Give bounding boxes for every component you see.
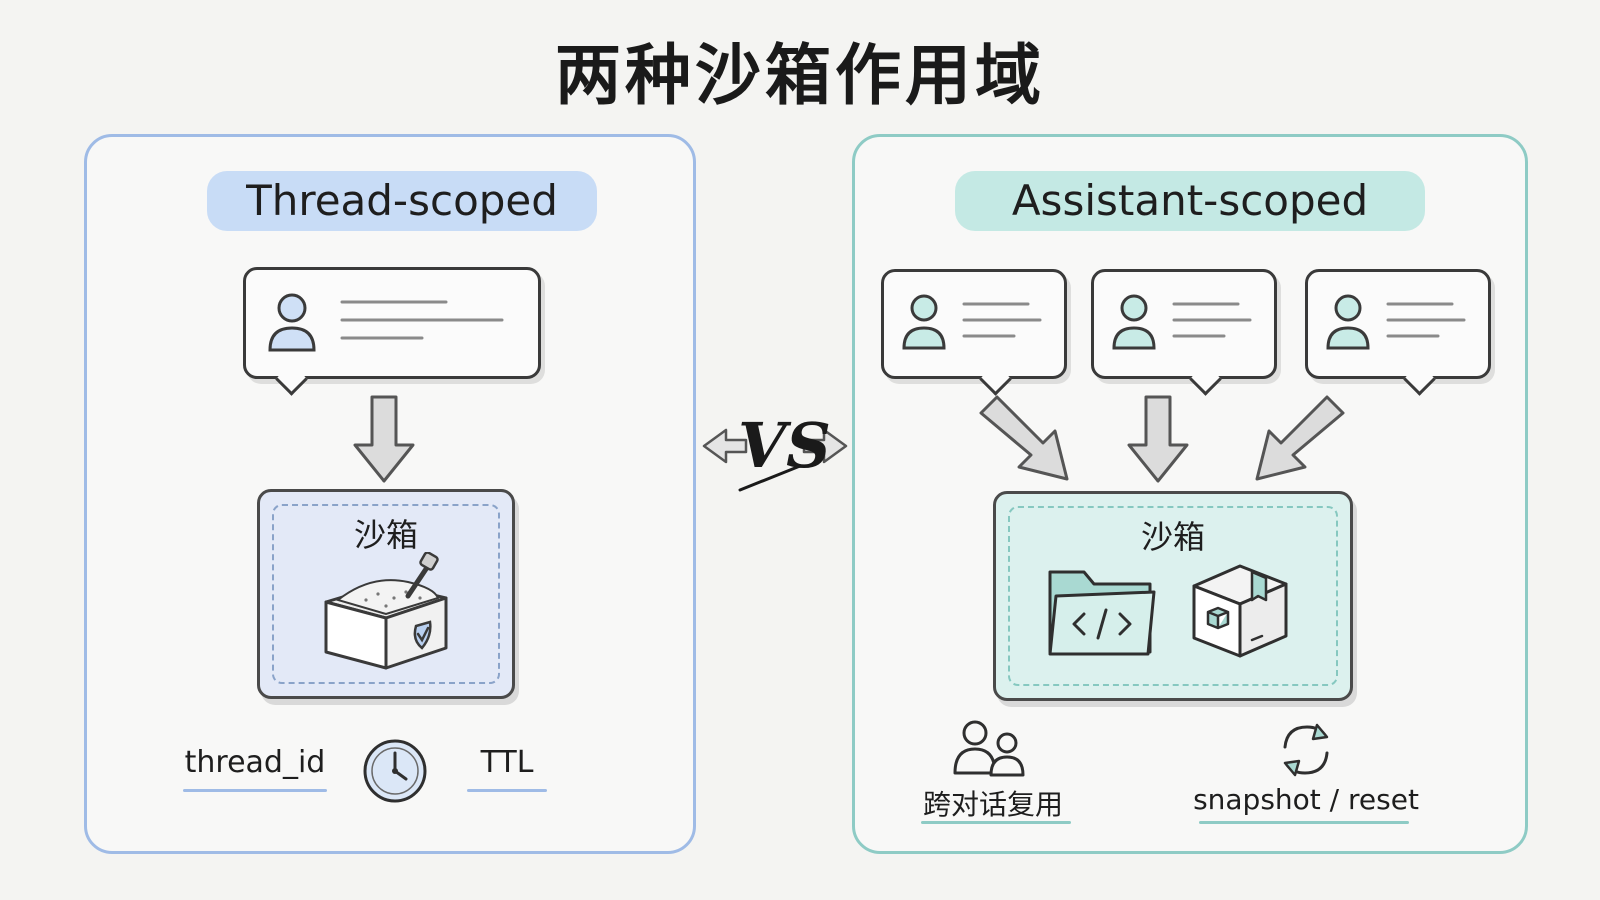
clock-icon — [363, 739, 427, 803]
sandbox-label: 沙箱 — [353, 516, 418, 554]
user-avatar-icon — [1112, 294, 1252, 350]
thread-sandbox: 沙箱 — [257, 489, 515, 699]
code-folder-icon — [1048, 570, 1156, 656]
assistant-scoped-panel: Assistant-scoped — [852, 134, 1528, 854]
user-avatar-icon — [268, 293, 504, 352]
arrow-down-left-icon — [1255, 395, 1345, 481]
ttl-underline — [467, 789, 547, 792]
snapshot-reset-underline — [1199, 821, 1409, 824]
arrow-down-icon — [1127, 395, 1189, 483]
thread-id-label: thread_id — [184, 745, 326, 780]
arrow-down-icon — [353, 395, 415, 483]
user-avatar-icon — [902, 294, 1042, 350]
sandbox-dashed-border — [272, 504, 500, 684]
package-box-icon — [1192, 564, 1288, 658]
user-avatar-icon — [1326, 294, 1466, 350]
chat-message-bubble-1 — [881, 269, 1067, 379]
assistant-scoped-heading: Assistant-scoped — [955, 171, 1425, 231]
double-arrow-icon — [702, 428, 848, 492]
assistant-sandbox: 沙箱 — [993, 491, 1353, 701]
thread-scoped-heading: Thread-scoped — [207, 171, 597, 231]
sandbox-dashed-border — [1008, 506, 1338, 686]
refresh-icon — [1283, 723, 1329, 777]
vs-label: VS — [738, 409, 831, 482]
thread-scoped-panel: Thread-scoped 沙箱 — [84, 134, 696, 854]
page-title: 两种沙箱作用域 — [555, 37, 1045, 114]
arrow-down-right-icon — [979, 395, 1069, 481]
ttl-label: TTL — [480, 745, 534, 780]
users-icon — [953, 720, 1025, 777]
cross-conversation-underline — [921, 821, 1071, 824]
sand-box-shield-icon — [324, 552, 448, 670]
cross-conversation-reuse-label: 跨对话复用 — [922, 788, 1063, 821]
chat-message-bubble-3 — [1305, 269, 1491, 379]
versus-marker: VS — [700, 400, 850, 500]
thread-id-underline — [183, 789, 327, 792]
chat-message-bubble-2 — [1091, 269, 1277, 379]
snapshot-reset-label: snapshot / reset — [1193, 783, 1419, 816]
chat-message-bubble — [243, 267, 541, 379]
sandbox-label: 沙箱 — [1140, 518, 1205, 556]
